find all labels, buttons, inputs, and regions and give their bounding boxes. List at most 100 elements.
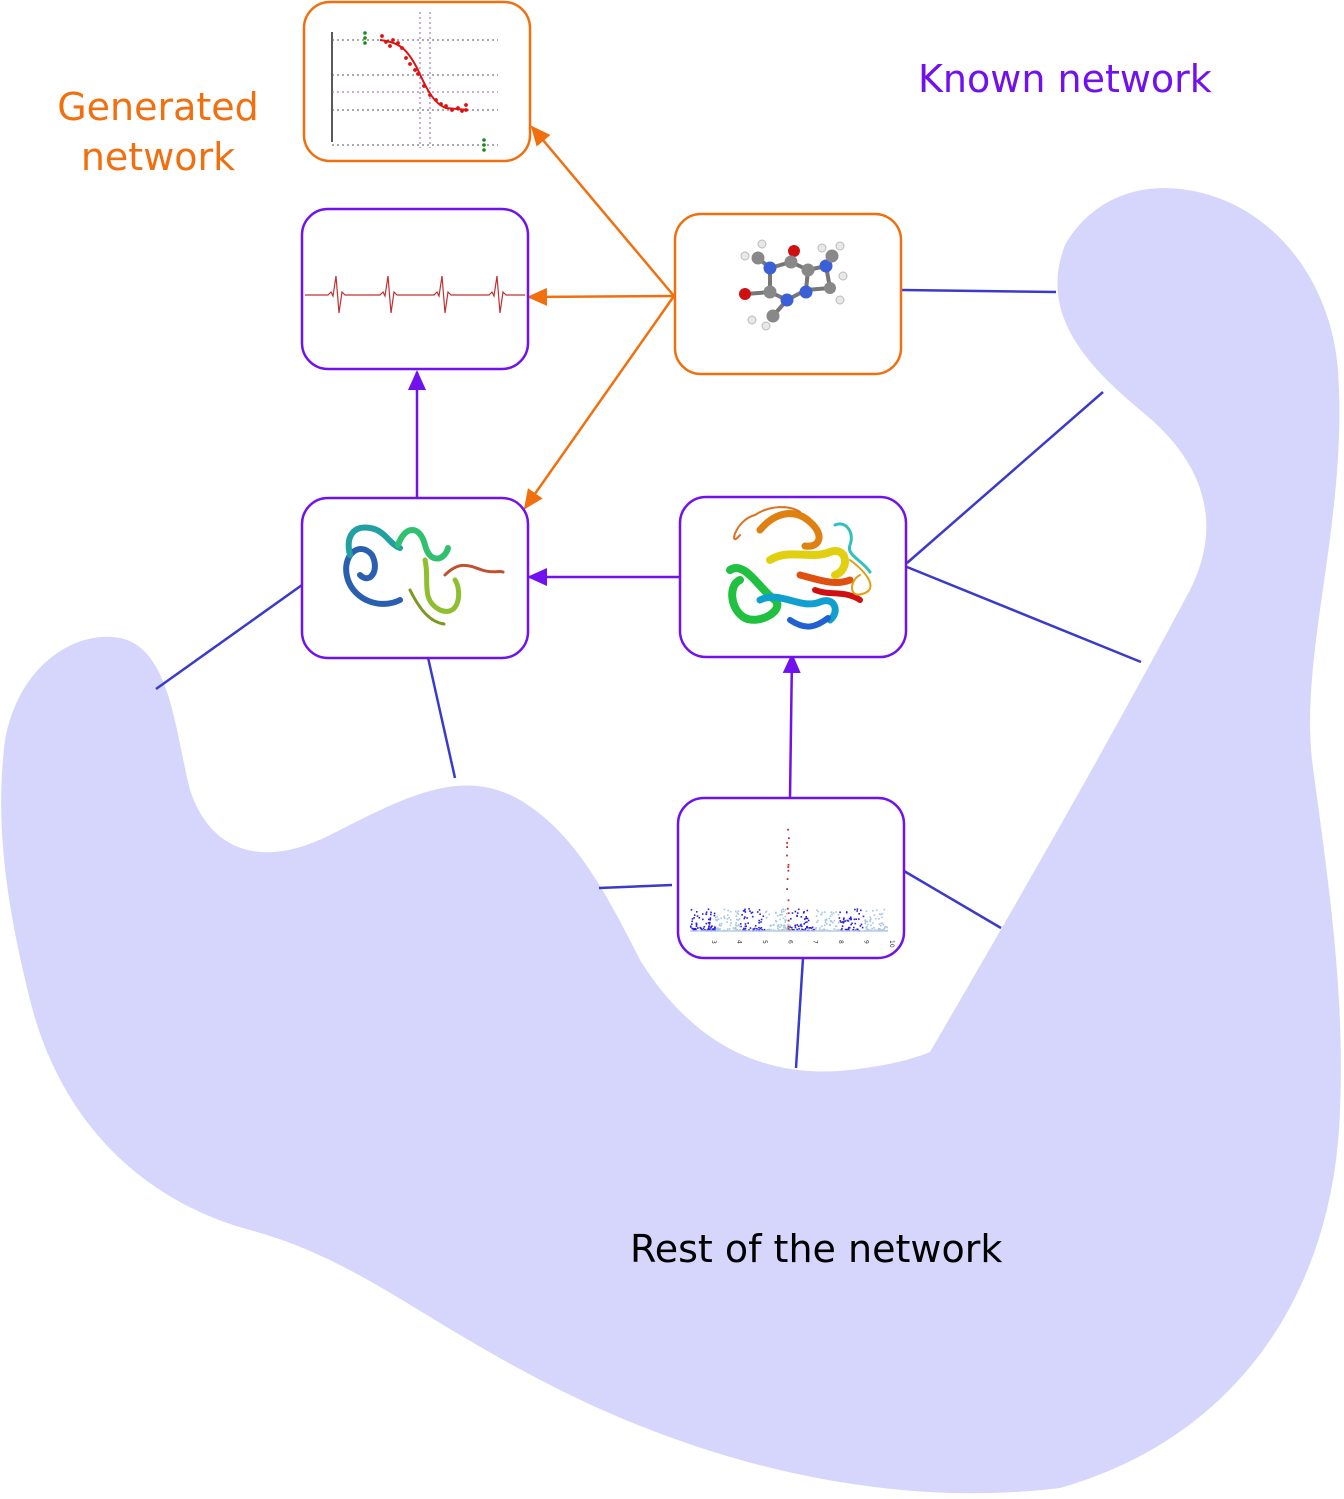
manhattan-point xyxy=(730,922,732,924)
manhattan-point xyxy=(729,924,732,927)
directed-edges xyxy=(408,125,801,799)
manhattan-point xyxy=(814,929,817,931)
arrow-caffeine-to-small-protein xyxy=(523,295,676,510)
manhattan-point xyxy=(743,909,746,912)
large-protein-ribbon xyxy=(726,506,872,630)
arrow-caffeine-to-dose-response xyxy=(530,125,675,297)
manhattan-point xyxy=(847,920,850,922)
manhattan-peak-point xyxy=(786,888,788,890)
manhattan-point xyxy=(782,928,784,931)
manhattan-point xyxy=(838,917,841,919)
node-caffeine[interactable] xyxy=(673,212,903,376)
manhattan-point xyxy=(805,916,807,918)
manhattan-point xyxy=(797,908,800,911)
manhattan-point xyxy=(818,929,821,931)
manhattan-point xyxy=(830,911,833,913)
manhattan-peak-point xyxy=(787,919,790,922)
manhattan-point xyxy=(702,918,704,921)
node-small-protein[interactable] xyxy=(300,496,530,660)
manhattan-point xyxy=(781,924,783,927)
manhattan-point xyxy=(728,917,730,919)
manhattan-point xyxy=(704,929,706,931)
manhattan-point xyxy=(735,915,738,917)
manhattan-point xyxy=(833,928,836,930)
manhattan-point xyxy=(847,928,849,931)
manhattan-point xyxy=(696,911,698,913)
manhattan-point xyxy=(794,926,797,929)
manhattan-point xyxy=(756,928,758,930)
manhattan-point xyxy=(716,915,719,918)
node-large-protein[interactable] xyxy=(678,495,908,659)
manhattan-point xyxy=(881,916,883,919)
manhattan-point xyxy=(729,910,732,913)
manhattan-point xyxy=(886,926,888,929)
manhattan-point xyxy=(747,922,749,924)
manhattan-plot-points xyxy=(690,828,888,932)
manhattan-point xyxy=(712,928,714,930)
manhattan-point xyxy=(705,911,708,913)
manhattan-point xyxy=(690,926,692,928)
manhattan-point xyxy=(772,924,775,926)
manhattan-point xyxy=(807,919,810,922)
manhattan-point xyxy=(872,910,874,912)
manhattan-point xyxy=(824,921,827,924)
manhattan-point xyxy=(801,928,803,931)
manhattan-point xyxy=(815,927,818,929)
manhattan-point xyxy=(784,921,786,923)
manhattan-point xyxy=(798,928,800,930)
manhattan-point xyxy=(756,911,759,913)
manhattan-peak-point xyxy=(786,846,788,848)
manhattan-point xyxy=(879,929,881,931)
generated-network-label-line1: Generated xyxy=(57,85,259,129)
manhattan-point xyxy=(843,921,845,923)
arrow-manhattan-to-large-protein xyxy=(782,653,801,799)
manhattan-point xyxy=(754,927,756,930)
manhattan-peak-point xyxy=(787,869,790,872)
manhattan-point xyxy=(848,917,851,920)
manhattan-peak-point xyxy=(787,928,790,930)
manhattan-point xyxy=(726,921,728,923)
manhattan-point xyxy=(791,926,793,929)
manhattan-point xyxy=(691,918,694,920)
manhattan-point xyxy=(758,929,760,931)
manhattan-point xyxy=(765,910,768,913)
manhattan-point xyxy=(846,919,849,922)
manhattan-point xyxy=(801,925,803,928)
manhattan-point xyxy=(803,911,805,913)
manhattan-point xyxy=(857,928,859,931)
manhattan-point xyxy=(819,927,821,929)
manhattan-point xyxy=(784,925,786,927)
manhattan-point xyxy=(864,922,866,925)
manhattan-point xyxy=(713,912,716,915)
edges-to-rest xyxy=(155,288,1142,1069)
manhattan-point xyxy=(710,911,712,914)
manhattan-point xyxy=(726,918,729,920)
manhattan-point xyxy=(713,928,716,930)
manhattan-point xyxy=(860,909,862,912)
dose-response-plot xyxy=(331,12,498,152)
manhattan-point xyxy=(695,922,698,925)
manhattan-point xyxy=(844,920,847,922)
manhattan-point xyxy=(859,925,862,927)
manhattan-point xyxy=(865,927,868,930)
manhattan-point xyxy=(823,924,826,926)
manhattan-point xyxy=(874,917,877,920)
curve-point xyxy=(413,68,417,72)
manhattan-peak-point xyxy=(786,854,788,857)
manhattan-point xyxy=(780,924,782,926)
manhattan-point xyxy=(782,917,785,919)
node-ecg[interactable] xyxy=(300,207,530,371)
manhattan-point xyxy=(875,909,878,911)
manhattan-point xyxy=(811,926,814,929)
manhattan-point xyxy=(781,914,783,916)
curve-point xyxy=(380,34,384,38)
manhattan-peak-point xyxy=(787,899,790,902)
manhattan-point xyxy=(858,913,860,915)
manhattan-point xyxy=(839,911,841,914)
node-dose-response[interactable] xyxy=(302,0,532,163)
manhattan-point xyxy=(802,912,805,914)
manhattan-point xyxy=(784,915,787,918)
manhattan-point xyxy=(708,925,710,927)
